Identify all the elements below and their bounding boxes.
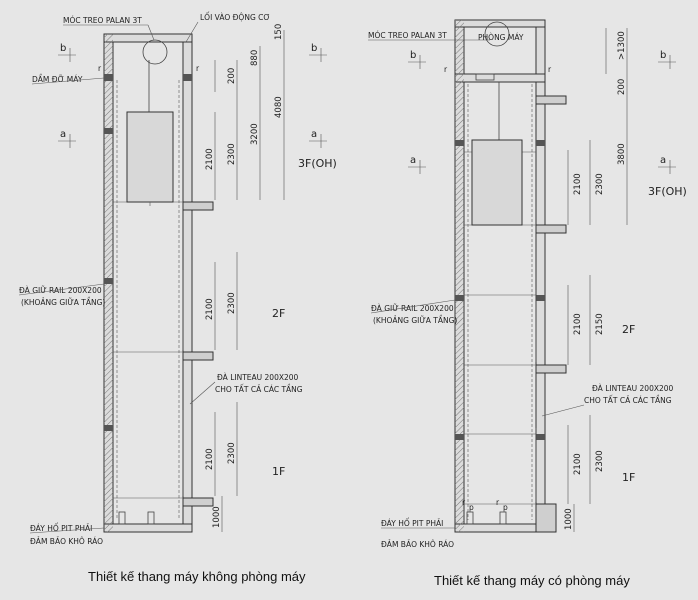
- left-slab-3f: [182, 201, 214, 211]
- left-section-b-right: b: [311, 43, 317, 54]
- left-dimensions: [214, 30, 285, 532]
- right-dim-3800: 3800: [617, 143, 627, 165]
- left-r-mark-2: r: [196, 64, 200, 73]
- right-dimensions: [567, 28, 628, 532]
- left-rail-beam-2: [104, 278, 113, 284]
- left-pit-floor: [103, 523, 193, 533]
- right-r-mark-2: r: [548, 65, 552, 74]
- right-dim-2300-a: 2300: [595, 173, 605, 195]
- left-dim-2300-a: 2300: [227, 143, 237, 165]
- left-beam-r: [183, 74, 192, 81]
- right-lintel-label-2: CHO TẤT CẢ CÁC TẦNG: [584, 395, 672, 405]
- right-car: [471, 139, 523, 226]
- right-rail-label-2: (KHOẢNG GIỮA TẦNG): [373, 315, 457, 325]
- right-floor-3f: 3F(OH): [648, 185, 687, 198]
- right-pit-label-2: ĐẢM BẢO KHÔ RÁO: [381, 540, 454, 549]
- left-r-mark-1: r: [98, 64, 102, 73]
- right-dim-2100-a: 2100: [573, 173, 583, 195]
- right-machine-floor: [454, 73, 546, 83]
- left-slab-2f: [182, 351, 214, 361]
- left-dim-1000: 1000: [212, 506, 222, 528]
- right-p-mark-1: p: [469, 503, 474, 512]
- left-lintel-label-2: CHO TẤT CẢ CÁC TẦNG: [215, 384, 303, 394]
- right-r-mark-1: r: [444, 65, 448, 74]
- right-slab-2f: [535, 364, 567, 374]
- right-r-mark-4: r: [496, 498, 500, 507]
- left-rail-label-2: (KHOẢNG GIỮA TẦNG): [21, 297, 105, 307]
- left-beam: [104, 74, 113, 81]
- right-section-b-left: b: [410, 50, 416, 61]
- right-dim-2100-c: 2100: [573, 453, 583, 475]
- right-slab-3f: [535, 224, 567, 234]
- left-dim-2300-b: 2300: [227, 292, 237, 314]
- left-entry-label: LỐI VÀO ĐỘNG CƠ: [200, 12, 270, 22]
- left-dim-3200: 3200: [250, 123, 260, 145]
- left-pit-label-2: ĐẢM BẢO KHÔ RÁO: [30, 537, 103, 546]
- right-section-a-left: a: [410, 155, 416, 166]
- left-dim-2300-c: 2300: [227, 442, 237, 464]
- left-dim-2100-b: 2100: [205, 298, 215, 320]
- right-dim-2300-c: 2300: [595, 450, 605, 472]
- right-rail-label-1: ĐÀ GIỮ RAIL 200X200: [371, 304, 454, 313]
- right-motor: [484, 21, 510, 47]
- right-dim-200: 200: [617, 79, 627, 95]
- left-lintel-label-1: ĐÀ LINTEAU 200X200: [217, 373, 299, 382]
- left-wall-right: [182, 33, 193, 533]
- left-rail-label-1: ĐÀ GIỮ RAIL 200X200: [19, 286, 102, 295]
- right-lintel-label-1: ĐÀ LINTEAU 200X200: [592, 384, 674, 393]
- right-elevator-section: MÓC TREO PALAN 3T PHÒNG MÁY ĐÀ GIỮ RAIL …: [368, 19, 687, 549]
- left-section-a-right: a: [311, 129, 317, 140]
- right-floor-2f: 2F: [622, 323, 635, 336]
- left-car: [126, 111, 174, 203]
- right-pit-label-1: ĐÁY HỐ PIT PHẢI: [381, 518, 443, 528]
- right-dim-2150: 2150: [595, 313, 605, 335]
- right-room-label: PHÒNG MÁY: [478, 33, 524, 42]
- left-rail-beam-1: [104, 128, 113, 134]
- right-r-mark-3: r: [462, 498, 466, 507]
- right-dim-2100-b: 2100: [573, 313, 583, 335]
- right-section-b-right: b: [660, 50, 666, 61]
- right-hook-label: MÓC TREO PALAN 3T: [368, 31, 447, 40]
- left-dim-4080: 4080: [274, 96, 284, 118]
- left-pit-label-1: ĐÁY HỐ PIT PHẢI: [30, 523, 92, 533]
- left-floor-2f: 2F: [272, 307, 285, 320]
- right-floor-1f: 1F: [622, 471, 635, 484]
- right-caption: Thiết kế thang máy có phòng máy: [434, 573, 630, 588]
- left-caption: Thiết kế thang máy không phòng máy: [88, 569, 306, 584]
- right-dim-1300: >1300: [617, 31, 627, 60]
- left-dim-880: 880: [250, 50, 260, 66]
- left-dim-200: 200: [227, 68, 237, 84]
- left-floor-3f: 3F(OH): [298, 157, 337, 170]
- left-elevator-section: MÓC TREO PALAN 3T LỐI VÀO ĐỘNG CƠ DẦM ĐỠ…: [18, 12, 337, 546]
- left-beam-label: DẦM ĐỠ MÁY: [32, 74, 83, 84]
- right-slab-top: [535, 95, 567, 105]
- left-hook-label: MÓC TREO PALAN 3T: [63, 16, 142, 25]
- right-roof: [454, 19, 546, 28]
- right-pit-floor: [454, 523, 546, 533]
- left-dim-150: 150: [274, 24, 284, 40]
- left-floor-1f: 1F: [272, 465, 285, 478]
- right-dim-1000: 1000: [564, 508, 574, 530]
- left-motor: [142, 39, 168, 65]
- right-p-mark-2: p: [503, 503, 508, 512]
- left-rail-beam-3: [104, 425, 113, 431]
- right-wall-hatch: [455, 20, 464, 532]
- left-roof: [103, 33, 193, 43]
- left-slab-1f: [182, 497, 214, 507]
- left-section-a-left: a: [60, 129, 66, 140]
- left-dim-2100-c: 2100: [205, 448, 215, 470]
- left-section-b-left: b: [60, 43, 66, 54]
- right-pit-step: [535, 503, 557, 533]
- right-section-a-right: a: [660, 155, 666, 166]
- left-dim-2100-a: 2100: [205, 148, 215, 170]
